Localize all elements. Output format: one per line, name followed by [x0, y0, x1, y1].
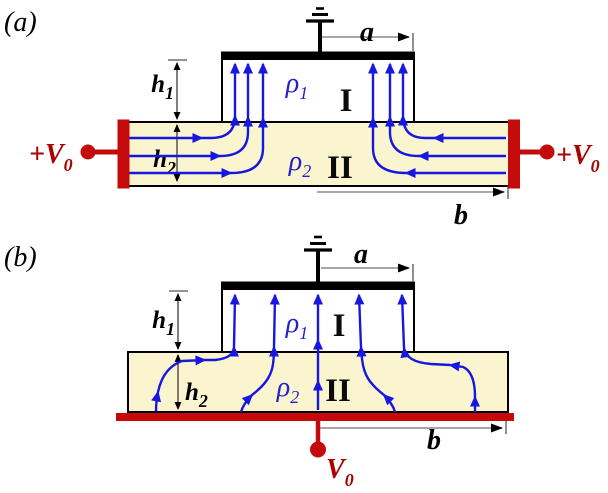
h2-label-a: h2 [153, 146, 176, 178]
panel-a-tag: (a) [4, 7, 37, 38]
region1-label-b: I [333, 308, 346, 344]
region1-label-a: I [340, 83, 353, 119]
right-electrode-a [508, 119, 520, 189]
panel-a: (a) a h1 h2 b [4, 7, 600, 231]
top-electrode-a [221, 51, 415, 60]
bottom-terminal-dot-b [310, 441, 326, 458]
dim-b-label-b: b [427, 425, 441, 456]
rho1-label-b: ρ1 [285, 308, 308, 343]
bottom-electrode-b [116, 413, 514, 421]
h1-label-a: h1 [151, 71, 174, 103]
ground-icon-a [306, 7, 334, 53]
dim-b-label-a: b [454, 200, 468, 231]
top-electrode-b [221, 281, 415, 290]
h1-label-b: h1 [152, 307, 175, 339]
current-lines-a [127, 62, 506, 178]
rho2-label-a: ρ2 [288, 146, 311, 181]
region2-label-a: II [327, 150, 353, 186]
rho2-label-b: ρ2 [276, 372, 299, 407]
right-terminal-label-a: +V0 [556, 140, 600, 176]
upper-layer-a [221, 58, 415, 123]
panel-b-tag: (b) [4, 242, 37, 273]
rho1-label-a: ρ1 [285, 68, 308, 103]
left-terminal-label-a: +V0 [29, 139, 73, 175]
region2-label-b: II [325, 373, 351, 409]
ground-icon-b [304, 235, 332, 284]
dim-a-label-b: a [354, 239, 368, 270]
bottom-terminal-label-b: V0 [326, 454, 354, 490]
lower-layer-a [121, 121, 511, 187]
dim-a-label-a: a [360, 17, 374, 48]
left-electrode-a [117, 119, 130, 189]
current-lines-b [151, 293, 480, 413]
h2-label-b: h2 [185, 379, 208, 411]
panel-b: (b) a h1 h2 [4, 235, 514, 490]
right-terminal-dot-a [539, 144, 555, 160]
left-terminal-dot-a [80, 144, 96, 160]
